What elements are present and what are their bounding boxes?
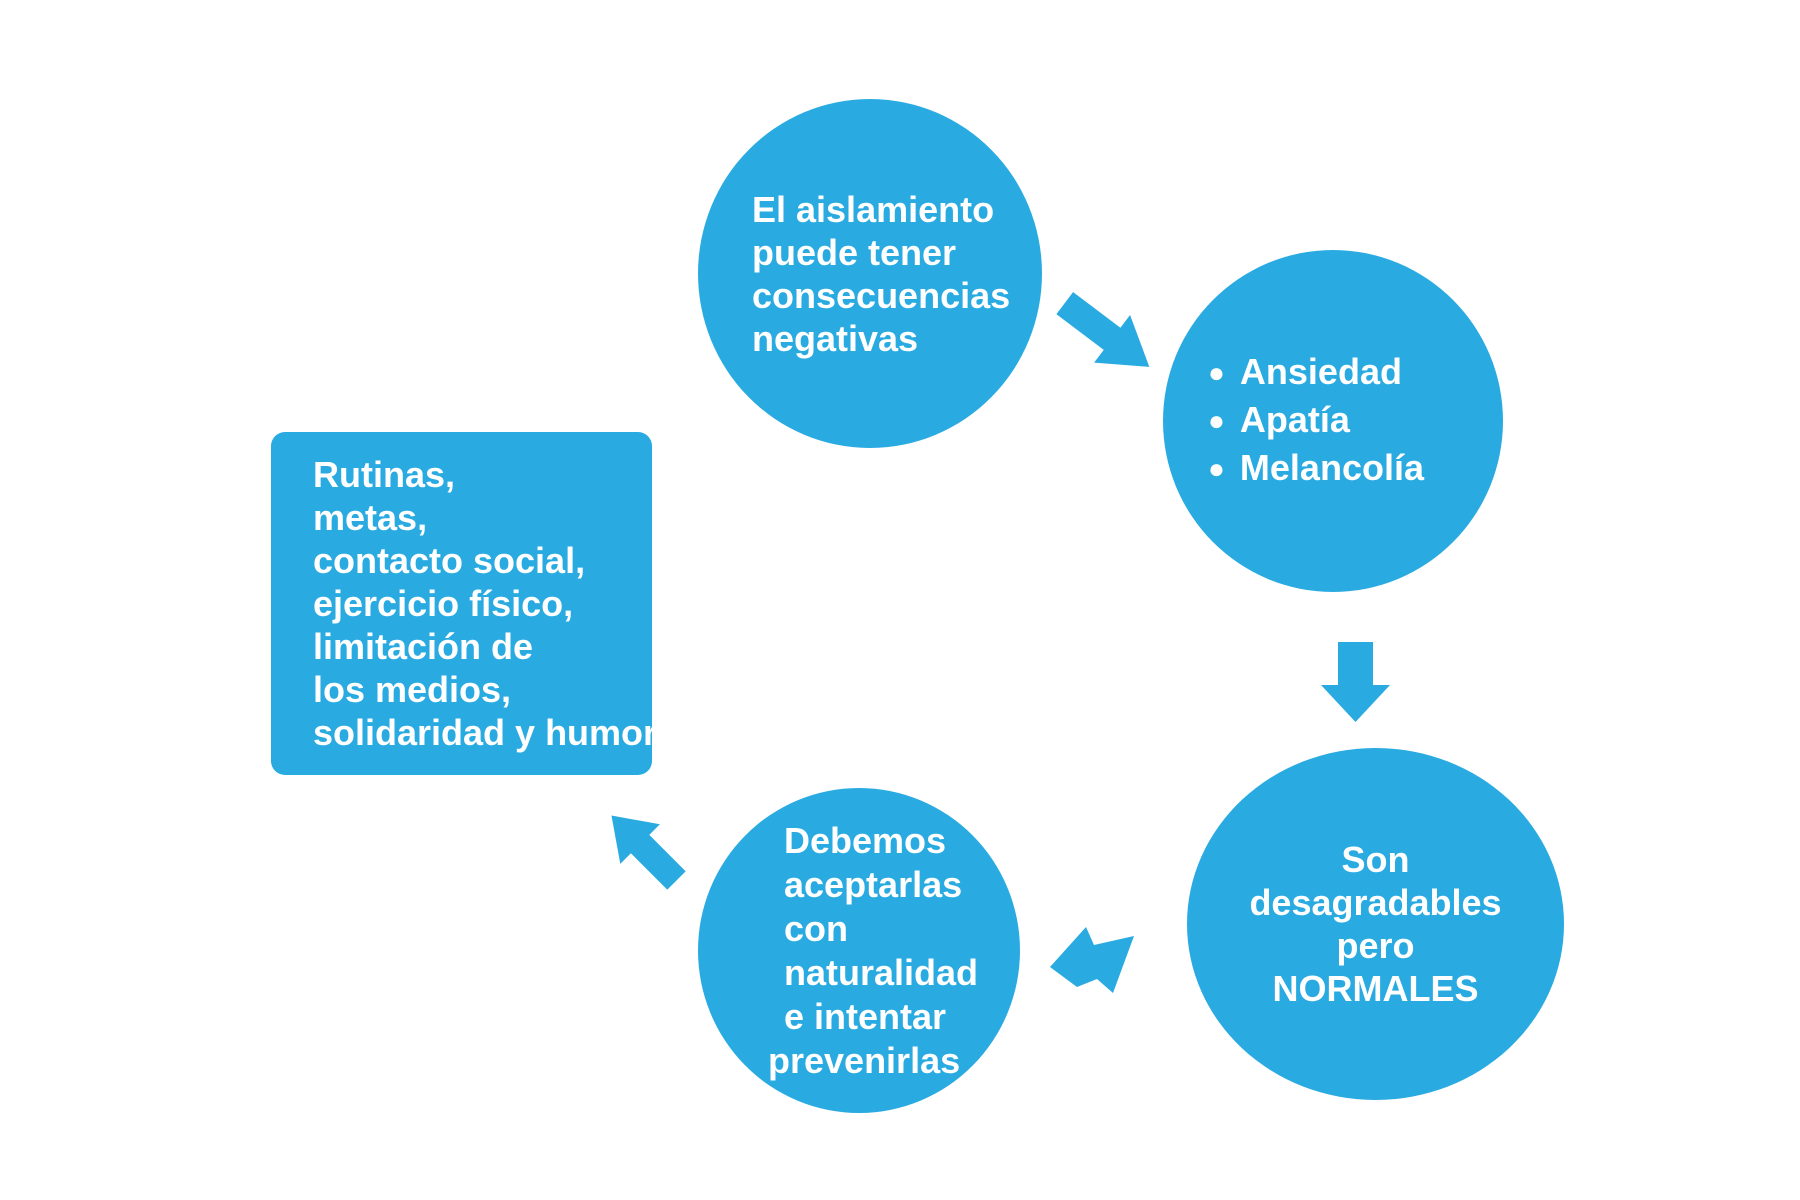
node-text-line: los medios, bbox=[313, 669, 512, 710]
arrow-up-left-icon bbox=[590, 794, 697, 901]
bullet-dot-icon: ● bbox=[1208, 453, 1225, 484]
node-text-line: Rutinas, bbox=[313, 454, 456, 495]
bullet-item-label: Melancolía bbox=[1239, 447, 1424, 488]
node-text-line: solidaridad y humor bbox=[313, 712, 658, 753]
node-text-line: aceptarlas bbox=[784, 863, 963, 905]
arrow-down-right-icon bbox=[1045, 278, 1168, 393]
node-text-line: contacto social, bbox=[313, 540, 586, 581]
node-text-line: pero bbox=[1336, 925, 1415, 966]
node-text-line: desagradables bbox=[1249, 882, 1502, 923]
node-text-line: Debemos bbox=[784, 819, 947, 861]
bullet-item: ● Melancolía bbox=[1208, 445, 1503, 493]
bullet-item: ● Apatía bbox=[1208, 397, 1503, 445]
bullet-item-label: Apatía bbox=[1239, 399, 1350, 440]
node-text-line: limitación de bbox=[313, 626, 534, 667]
node-text-line: consecuencias bbox=[752, 274, 1011, 316]
node-text-line: ejercicio físico, bbox=[313, 583, 574, 624]
node-text-line: El aislamiento bbox=[752, 188, 995, 230]
arrow-down-icon bbox=[1321, 642, 1390, 722]
node-acceptance: Debemos aceptarlas con naturalidad e int… bbox=[698, 788, 1020, 1113]
arrow-left-icon bbox=[1048, 925, 1136, 995]
node-strategies: Rutinas, metas, contacto social, ejercic… bbox=[271, 432, 658, 775]
node-text-line: Son bbox=[1341, 839, 1410, 880]
node-text-line: metas, bbox=[313, 497, 428, 538]
node-text-line: prevenirlas bbox=[768, 1039, 961, 1081]
node-isolation-consequences: El aislamiento puede tener consecuencias… bbox=[698, 99, 1042, 448]
bullet-dot-icon: ● bbox=[1208, 357, 1225, 388]
node-text-line: negativas bbox=[752, 317, 919, 359]
node-text-line: NORMALES bbox=[1272, 968, 1479, 1009]
bullet-dot-icon: ● bbox=[1208, 405, 1225, 436]
bullet-item-label: Ansiedad bbox=[1239, 351, 1402, 392]
node-text-line: puede tener bbox=[752, 231, 957, 273]
bullet-item: ● Ansiedad bbox=[1208, 349, 1503, 397]
node-symptoms-list: ● Ansiedad ● Apatía ● Melancolía bbox=[1163, 250, 1503, 592]
node-normales: Son desagradables pero NORMALES bbox=[1187, 748, 1564, 1100]
node-text-line: e intentar bbox=[784, 995, 947, 1037]
node-text-line: con bbox=[784, 907, 849, 949]
node-text-line: naturalidad bbox=[784, 951, 979, 993]
